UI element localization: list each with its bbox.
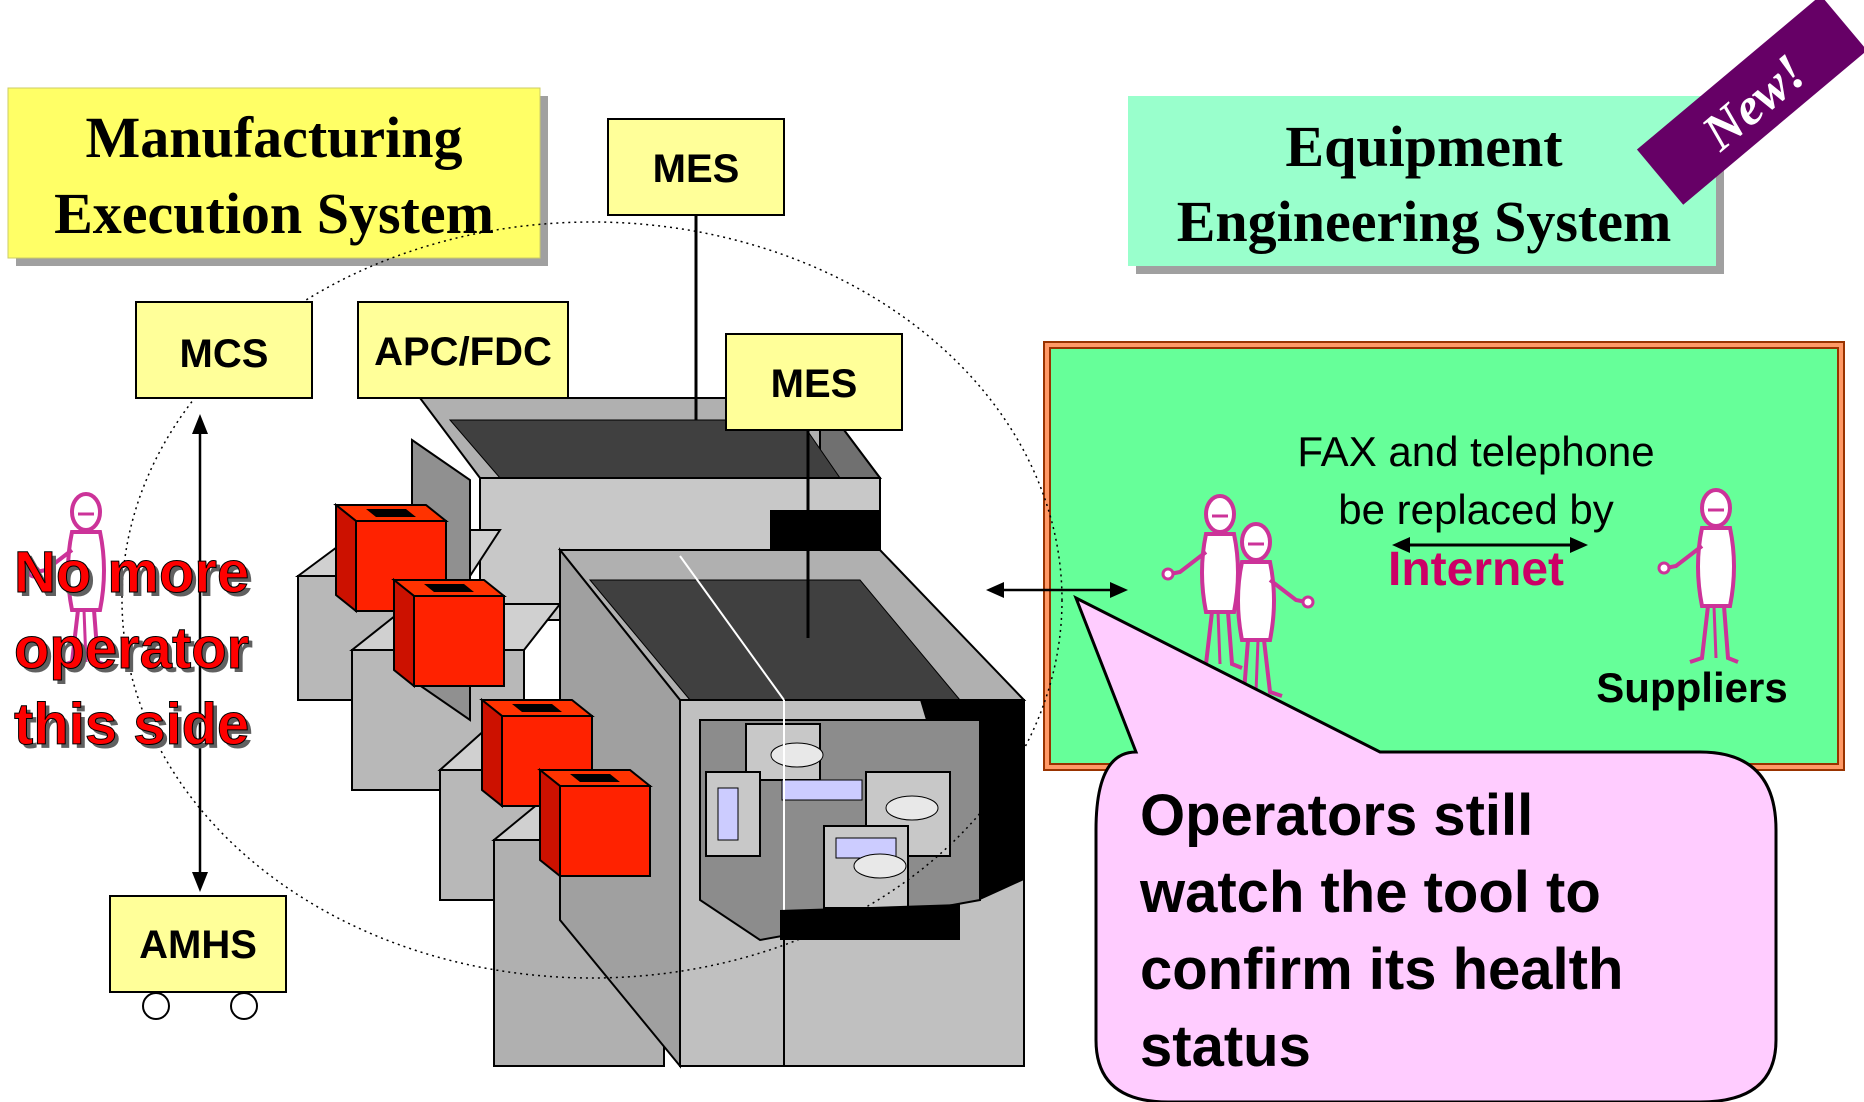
fax-text-line2: be replaced by [1338, 486, 1614, 533]
operators-text-line3: confirm its health [1140, 937, 1623, 1002]
operators-callout: Operators still watch the tool to confir… [1073, 594, 1778, 1102]
operators-text-line1: Operators still [1140, 783, 1533, 848]
mes-box-top: MES [607, 118, 785, 420]
mcs-amhs-double-arrow [192, 414, 208, 892]
mes-title-line1: Manufacturing [86, 105, 463, 170]
amhs-box: AMHS [109, 895, 287, 1020]
no-operator-line3: this side [14, 692, 249, 757]
amhs-wheel-right [230, 992, 258, 1020]
amhs-wheel-left [142, 992, 170, 1020]
operators-text-line2: watch the tool to [1139, 860, 1601, 925]
foup-4 [539, 769, 651, 877]
no-operator-line2: operator [14, 616, 249, 681]
no-operator-line1: No more [14, 540, 249, 605]
ees-title-line2: Engineering System [1177, 189, 1672, 254]
internet-label: Internet [1388, 543, 1564, 596]
mcs-label: MCS [180, 332, 269, 376]
mes-top-label: MES [653, 147, 740, 191]
mes-title-box: Manufacturing Execution System [7, 87, 548, 266]
mes-box-second: MES [725, 333, 903, 638]
foup-2 [393, 579, 505, 687]
internet-double-arrow [1392, 537, 1588, 553]
tool-ees-double-arrow [986, 582, 1128, 598]
suppliers-label: Suppliers [1596, 664, 1787, 711]
tool-boundary-circle [121, 221, 1063, 979]
no-operator-shadow-3: this side [18, 696, 253, 761]
ees-title-box: Equipment Engineering System [1128, 96, 1724, 274]
ees-title-line1: Equipment [1285, 114, 1563, 179]
operators-text-line4: status [1140, 1014, 1311, 1079]
fax-text-line1: FAX and telephone [1297, 428, 1654, 475]
no-operator-callout: No more No more operator operator this s… [14, 540, 254, 762]
no-operator-shadow-2: operator [18, 620, 253, 685]
amhs-label: AMHS [139, 923, 257, 967]
mcs-box: MCS [135, 301, 313, 399]
equipment-tool [294, 395, 1027, 1069]
mes-title-line2: Execution System [54, 181, 494, 246]
mes-second-label: MES [771, 362, 858, 406]
apc-fdc-label: APC/FDC [374, 330, 552, 374]
no-operator-shadow-1: No more [18, 544, 253, 609]
apc-fdc-box: APC/FDC [357, 301, 569, 399]
